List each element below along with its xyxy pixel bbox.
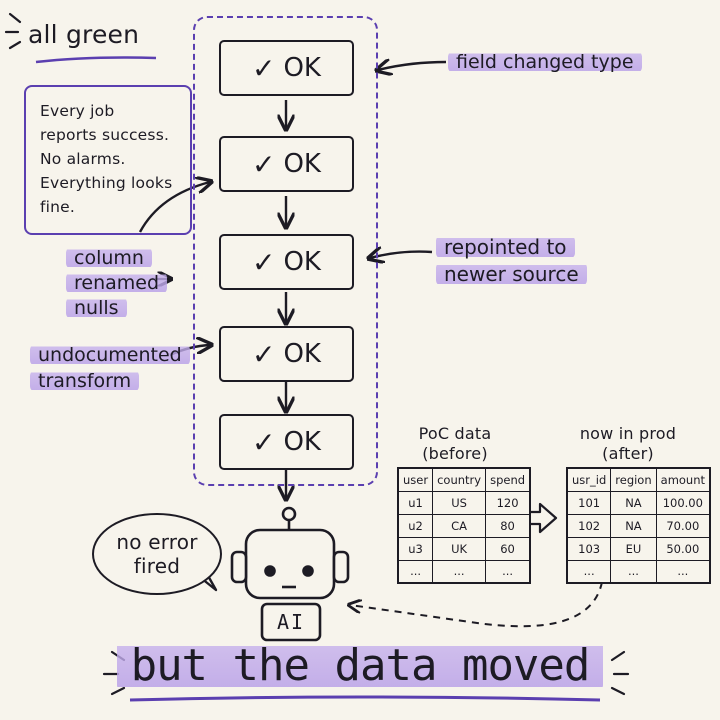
table-row: u2 CA 80 <box>397 513 531 538</box>
table-cell: NA <box>610 513 657 538</box>
table-cell: 120 <box>485 490 531 515</box>
annotation-text: column <box>66 247 152 269</box>
table-cell: CA <box>432 513 487 538</box>
table-row: 103 EU 50.00 <box>566 536 711 561</box>
info-box: Every job reports success. No alarms. Ev… <box>24 85 192 235</box>
pipeline-stage-5[interactable]: ✓ OK <box>219 414 354 470</box>
pipeline-stage-4[interactable]: ✓ OK <box>219 326 354 382</box>
poc-caption-title: PoC data <box>418 424 492 443</box>
table-header-row: user country spend <box>397 467 531 492</box>
annotation-column-renamed: column renamed nulls <box>66 246 168 321</box>
table-cell: ... <box>566 559 612 584</box>
table-cell: 50.00 <box>655 536 711 561</box>
info-line: reports success. <box>40 126 170 144</box>
pipeline-stage-3[interactable]: ✓ OK <box>219 234 354 290</box>
table-cell: EU <box>610 536 657 561</box>
table-cell: ... <box>655 559 711 584</box>
annotation-text: renamed <box>66 272 168 294</box>
table-cell: 60 <box>485 536 531 561</box>
table-cell: ... <box>432 559 487 584</box>
column-header: usr_id <box>566 467 612 492</box>
table-cell: 103 <box>566 536 612 561</box>
column-header: user <box>397 467 434 492</box>
table-cell: NA <box>610 490 657 515</box>
table-cell: ... <box>610 559 657 584</box>
annotation-repointed: repointed to newer source <box>436 234 587 288</box>
table-cell: 101 <box>566 490 612 515</box>
bottom-title-text: but the data moved <box>116 640 604 691</box>
prod-caption: now in prod (after) <box>570 424 686 464</box>
pipeline-stage-2[interactable]: ✓ OK <box>219 136 354 192</box>
prod-table: usr_id region amount 101 NA 100.00 102 N… <box>566 467 712 584</box>
stage-status: OK <box>283 339 321 369</box>
poc-caption-sub: (before) <box>422 444 488 463</box>
table-cell: 80 <box>485 513 531 538</box>
prod-caption-sub: (after) <box>602 444 654 463</box>
robot-icon <box>230 506 350 642</box>
stage-status: OK <box>283 53 321 83</box>
info-line: Every job <box>40 102 115 120</box>
robot-badge: AI <box>276 610 306 634</box>
info-line: Everything looks <box>40 174 173 192</box>
stage-status: OK <box>283 247 321 277</box>
column-header: spend <box>485 467 531 492</box>
table-cell: ... <box>485 559 531 584</box>
sparkle-right-icon <box>610 650 630 696</box>
check-icon: ✓ <box>252 337 276 371</box>
info-line: fine. <box>40 198 76 216</box>
table-row: ... ... ... <box>566 559 711 584</box>
poc-table: user country spend u1 US 120 u2 CA 80 u3… <box>397 467 532 584</box>
check-icon: ✓ <box>252 245 276 279</box>
pipeline-frame <box>193 16 378 486</box>
arrow-field-changed <box>378 62 447 70</box>
speech-bubble: no error fired <box>92 513 222 595</box>
table-cell: 100.00 <box>655 490 711 515</box>
table-row: u1 US 120 <box>397 490 531 515</box>
column-header: country <box>432 467 487 492</box>
header-note: all green <box>28 20 140 49</box>
table-row: 101 NA 100.00 <box>566 490 711 515</box>
table-cell: 70.00 <box>655 513 711 538</box>
column-header: amount <box>655 467 711 492</box>
prod-caption-title: now in prod <box>579 424 677 443</box>
annotation-text: repointed to <box>436 235 575 259</box>
poc-caption: PoC data (before) <box>398 424 512 464</box>
speech-line: no error <box>116 530 198 554</box>
annotation-text: newer source <box>436 262 587 286</box>
stage-status: OK <box>283 149 321 179</box>
bottom-title: but the data moved <box>110 640 610 691</box>
bottom-underline <box>129 695 601 702</box>
table-cell: 102 <box>566 513 612 538</box>
check-icon: ✓ <box>252 425 276 459</box>
table-row: ... ... ... <box>397 559 531 584</box>
sparkle-icon <box>4 12 22 50</box>
table-row: u3 UK 60 <box>397 536 531 561</box>
annotation-text: undocumented <box>30 344 190 366</box>
check-icon: ✓ <box>252 51 276 85</box>
table-row: 102 NA 70.00 <box>566 513 711 538</box>
stage-status: OK <box>283 427 321 457</box>
info-line: No alarms. <box>40 150 126 168</box>
table-cell: u2 <box>397 513 434 538</box>
annotation-undocumented: undocumented transform <box>30 342 190 394</box>
table-cell: u3 <box>397 536 434 561</box>
pipeline-stage-1[interactable]: ✓ OK <box>219 40 354 96</box>
table-cell: US <box>432 490 487 515</box>
annotation-field-changed: field changed type <box>448 50 642 75</box>
title-underline <box>35 56 157 64</box>
annotation-text: nulls <box>66 297 127 319</box>
arrow-repointed <box>370 252 433 258</box>
arrow-info-box <box>138 182 210 233</box>
table-cell: UK <box>432 536 487 561</box>
table-header-row: usr_id region amount <box>566 467 711 492</box>
table-cell: ... <box>397 559 434 584</box>
dashed-return-arrow <box>350 581 603 628</box>
check-icon: ✓ <box>252 147 276 181</box>
speech-line: fired <box>133 554 181 578</box>
column-header: region <box>610 467 657 492</box>
annotation-text: field changed type <box>448 51 642 73</box>
table-cell: u1 <box>397 490 434 515</box>
annotation-text: transform <box>30 370 140 392</box>
